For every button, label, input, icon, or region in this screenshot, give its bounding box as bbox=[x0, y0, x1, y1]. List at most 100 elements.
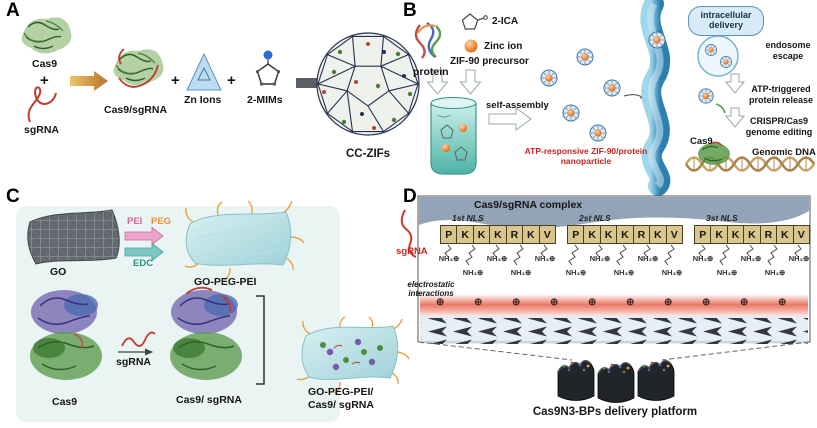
cas9-editing-icon bbox=[698, 141, 730, 165]
nh3-group: NH₃⊕ bbox=[486, 254, 508, 263]
crispr-editing-label: CRISPR/Cas9 genome editing bbox=[745, 116, 813, 137]
nls-residue: R bbox=[634, 226, 651, 243]
linker-zigzags-short bbox=[444, 244, 802, 258]
nh3-group: NH₃⊕ bbox=[589, 254, 611, 263]
go-peg-pei-label: GO-PEG-PEI bbox=[194, 276, 257, 288]
nls-residue: P bbox=[441, 226, 458, 243]
nls-residue: K bbox=[744, 226, 761, 243]
nls-residue: V bbox=[670, 228, 678, 241]
nls-residue: K bbox=[777, 226, 794, 243]
nh3-group: NH₃⊕ bbox=[462, 268, 484, 277]
cas9-editing-label: Cas9 bbox=[690, 136, 713, 147]
nh3-group: NH₃⊕ bbox=[438, 254, 460, 263]
nls-residue: V bbox=[797, 228, 805, 241]
sgrna-squiggle bbox=[400, 209, 417, 258]
nh3-group: NH₃⊕ bbox=[637, 254, 659, 263]
released-protein-icon bbox=[715, 103, 726, 114]
nh3-group: NH₃⊕ bbox=[510, 268, 532, 277]
plus-charge-icon: ⊕ bbox=[588, 297, 597, 308]
panel-d-label: D bbox=[403, 186, 417, 207]
nanoparticle-icon bbox=[576, 48, 594, 66]
nanoparticle-icon bbox=[603, 79, 621, 97]
nls-box-3: P K K K R K V bbox=[694, 225, 810, 244]
plus-charge-icon: ⊕ bbox=[740, 297, 749, 308]
final-complex-label: GO-PEG-PEI/ Cas9/ sgRNA bbox=[308, 386, 374, 412]
cas9-sgrna-icon bbox=[113, 48, 164, 88]
pei-peg-arrow bbox=[124, 226, 164, 246]
nls-residue: K bbox=[523, 226, 540, 243]
pei-label: PEI bbox=[127, 216, 143, 227]
nls-residue: K bbox=[650, 226, 667, 243]
nls-residue: K bbox=[728, 226, 745, 243]
2-mims-label: 2-MIMs bbox=[247, 94, 283, 106]
plus-charge-icon: ⊕ bbox=[626, 297, 635, 308]
cas9-label: Cas9 bbox=[32, 58, 58, 70]
plus-charge-icon: ⊕ bbox=[664, 297, 673, 308]
plus-charge-icon: ⊕ bbox=[550, 297, 559, 308]
zinc-ion-label: Zinc ion bbox=[484, 41, 523, 52]
nanoparticle-icon bbox=[540, 69, 558, 87]
sgrna-mini-icon bbox=[121, 331, 156, 347]
nh3-group: NH₃⊕ bbox=[740, 254, 762, 263]
protein-label: protein bbox=[413, 66, 449, 78]
down-arrow-precursor bbox=[459, 69, 482, 95]
callout-dashed-lines bbox=[418, 341, 810, 361]
nh3-group: NH₃⊕ bbox=[613, 268, 635, 277]
atp-nanoparticle-line2: nanoparticle bbox=[560, 156, 612, 167]
plus-sign-3: + bbox=[227, 72, 236, 89]
final-complex-icon bbox=[296, 316, 410, 394]
down-arrow-escape bbox=[724, 73, 746, 94]
plus-charge-icon: ⊕ bbox=[702, 297, 711, 308]
nls-title-3: 3st NLS bbox=[706, 213, 738, 223]
electrostatic-band bbox=[420, 294, 808, 318]
sgrna-d-label: sgRNA bbox=[396, 246, 428, 257]
zn-ions-icon bbox=[186, 52, 222, 91]
edc-arrow bbox=[124, 242, 164, 262]
nls-residue: K bbox=[490, 226, 507, 243]
nh3-group: NH₃⊕ bbox=[534, 254, 556, 263]
nh3-group: NH₃⊕ bbox=[661, 268, 683, 277]
protein-icon bbox=[414, 21, 442, 59]
reaction-arrow-1 bbox=[70, 71, 108, 91]
cas9-sgrna-complex-label: Cas9/sgRNA complex bbox=[474, 199, 583, 211]
nls-residue: P bbox=[568, 226, 585, 243]
nls-residue: K bbox=[601, 226, 618, 243]
nanoparticle-release-icon bbox=[698, 88, 714, 104]
nls-box-2: P K K K R K V bbox=[567, 225, 683, 244]
nls-residue: R bbox=[761, 226, 778, 243]
nls-residue: K bbox=[617, 226, 634, 243]
final-complex-line1: GO-PEG-PEI/ bbox=[308, 386, 374, 398]
nanoparticle-icon bbox=[562, 104, 580, 122]
cas9-sgrna-ribbon-icon bbox=[170, 286, 242, 380]
sgrna-label: sgRNA bbox=[24, 124, 60, 136]
panel-a-label: A bbox=[6, 0, 20, 21]
cas9-c-label: Cas9 bbox=[52, 396, 78, 408]
nls-residue: R bbox=[507, 226, 524, 243]
nh3-group: NH₃⊕ bbox=[716, 268, 738, 277]
linker-zigzags-long bbox=[465, 244, 778, 266]
down-arrow-protein bbox=[426, 69, 449, 95]
plus-charge-icon: ⊕ bbox=[436, 297, 445, 308]
go-peg-pei-icon bbox=[184, 200, 305, 281]
intracellular-delivery-badge: intracellular delivery bbox=[688, 6, 764, 36]
nh3-group: NH₃⊕ bbox=[764, 268, 786, 277]
bracket bbox=[256, 295, 265, 385]
nanoparticle-icon bbox=[589, 124, 607, 142]
genomic-dna-label: Genomic DNA bbox=[752, 147, 816, 158]
cas9-ribbon-icon bbox=[30, 290, 102, 380]
nls-residue: K bbox=[474, 226, 491, 243]
nanoparticle-crossing-icon bbox=[648, 31, 666, 49]
cas9-icon bbox=[21, 17, 72, 54]
go-label: GO bbox=[50, 266, 67, 278]
panel-d-art bbox=[400, 195, 811, 404]
cas9-complex-blob bbox=[419, 197, 809, 228]
final-complex-line2: Cas9/ sgRNA bbox=[308, 399, 374, 411]
panel-c-label: C bbox=[6, 186, 20, 207]
go-icon bbox=[27, 209, 120, 265]
nls-residue: K bbox=[711, 226, 728, 243]
nls-residue: P bbox=[695, 226, 712, 243]
sgrna-c-label: sgRNA bbox=[116, 356, 152, 368]
nls-box-1: P K K K R K V bbox=[440, 225, 556, 244]
